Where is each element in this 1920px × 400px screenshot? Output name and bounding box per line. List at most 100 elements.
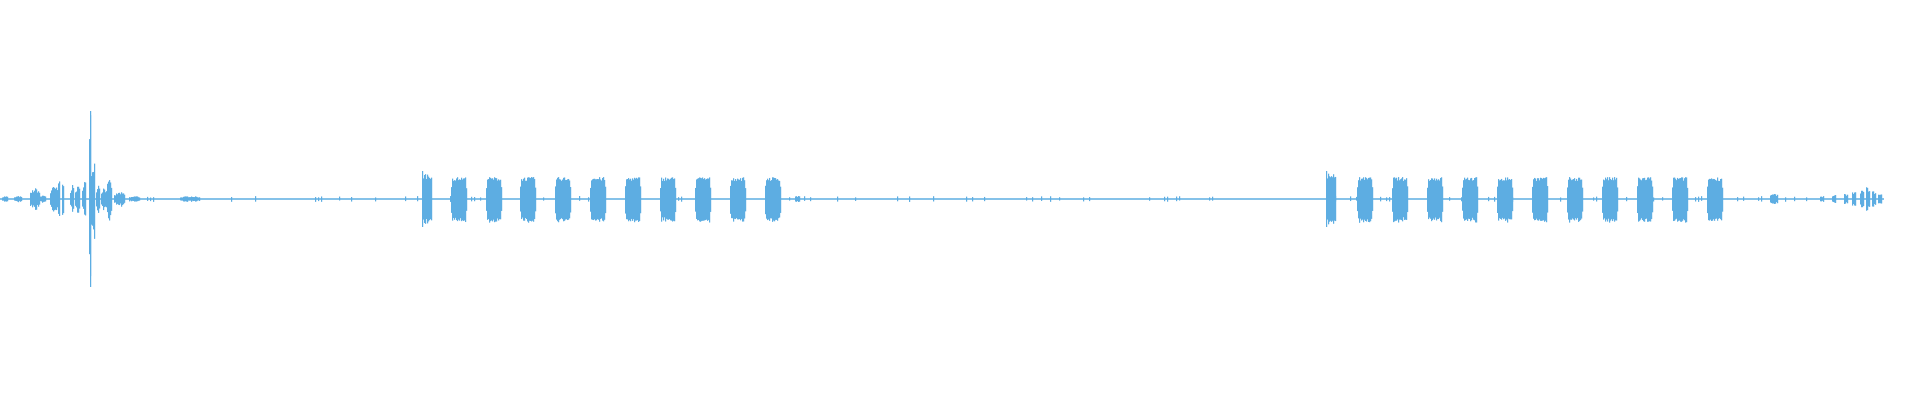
tone-burst (424, 174, 426, 224)
tone-burst (665, 177, 667, 222)
tone-burst (1677, 177, 1679, 222)
tone-burst (1541, 178, 1543, 221)
tone-burst (1361, 178, 1363, 221)
noise-floor (1758, 197, 1760, 201)
tone-burst (1438, 179, 1440, 220)
tone-burst (602, 177, 604, 221)
speech-segment (111, 187, 113, 211)
speech-segment (123, 193, 125, 205)
tone-burst (1433, 179, 1435, 219)
tone-burst (600, 179, 602, 219)
tone-burst (460, 179, 462, 219)
tone-burst (1500, 179, 1502, 219)
speech-segment (15, 197, 17, 201)
tone-burst (601, 180, 603, 219)
noise-floor (1593, 197, 1595, 201)
tone-burst (706, 178, 708, 220)
tone-burst (1430, 180, 1432, 219)
tone-burst (1472, 180, 1474, 218)
speech-segment (43, 195, 45, 202)
tone-burst (1371, 179, 1373, 219)
tone-burst (730, 185, 732, 214)
tone-burst (704, 178, 706, 221)
trailing-blip (1773, 194, 1775, 204)
tone-burst (1605, 177, 1607, 222)
noise-floor (1662, 197, 1664, 201)
tone-burst (1512, 187, 1514, 212)
tone-burst (1465, 179, 1467, 221)
speech-segment (42, 195, 44, 203)
tone-burst (1437, 180, 1439, 219)
tone-burst (1611, 180, 1613, 220)
speech-segment (102, 192, 104, 207)
tone-burst (1396, 177, 1398, 221)
tone-burst (1678, 178, 1680, 221)
tone-burst (595, 179, 597, 221)
noise-floor (315, 197, 317, 202)
noise-floor (543, 197, 545, 201)
tone-burst (499, 180, 501, 220)
tone-burst (1687, 187, 1689, 212)
tone-burst (1367, 179, 1369, 220)
tone-burst (1407, 186, 1409, 213)
noise-floor (339, 196, 341, 201)
tone-burst (739, 179, 741, 220)
tone-burst (425, 174, 427, 224)
tone-burst (590, 187, 592, 212)
speech-segment (58, 183, 60, 214)
noise-floor (1701, 196, 1703, 201)
speech-segment (77, 186, 79, 213)
trailing-blip (1866, 187, 1868, 211)
speech-segment (183, 196, 185, 202)
tone-burst (671, 177, 673, 221)
speech-segment (99, 188, 101, 209)
tone-burst (597, 179, 599, 220)
tone-burst (428, 176, 430, 222)
trailing-blip (1847, 194, 1849, 204)
noise-floor (321, 196, 323, 202)
tone-burst (674, 178, 676, 222)
speech-segment (54, 187, 56, 211)
tone-burst (591, 180, 593, 220)
noise-floor (1785, 197, 1787, 202)
tone-burst (1504, 180, 1506, 219)
tone-burst (501, 187, 503, 211)
speech-segment (106, 191, 108, 208)
tone-burst (1582, 187, 1584, 212)
tone-burst (596, 179, 598, 221)
tone-burst (1707, 186, 1709, 214)
noise-floor (474, 197, 476, 202)
trailing-blip (1832, 196, 1834, 202)
speech-segment (38, 191, 40, 207)
tone-burst (524, 177, 526, 221)
trailing-blip (1775, 194, 1777, 204)
tone-burst (695, 187, 697, 212)
tone-burst (497, 180, 499, 219)
speech-segment (115, 195, 117, 203)
tone-burst (1401, 178, 1403, 221)
trailing-blip (1878, 194, 1880, 204)
noise-floor (789, 197, 791, 201)
trailing-blip (796, 196, 798, 202)
tone-burst (535, 187, 537, 212)
tone-burst (1370, 177, 1372, 222)
speech-segment (116, 193, 118, 205)
tone-burst (636, 177, 638, 221)
speech-segment (101, 193, 103, 205)
tone-burst (668, 178, 670, 220)
tone-burst (1503, 180, 1505, 220)
speech-segment (41, 196, 43, 202)
speech-segment (120, 194, 122, 204)
tone-burst (1608, 180, 1610, 219)
noise-floor (1212, 196, 1214, 201)
tone-burst (1579, 177, 1581, 222)
tone-burst (1715, 180, 1717, 219)
noise-floor (1050, 196, 1052, 202)
tone-burst (489, 177, 491, 223)
tone-burst (1686, 177, 1688, 223)
trailing-blip (797, 197, 799, 201)
tone-burst (604, 179, 606, 220)
speech-segment (121, 192, 123, 207)
tone-burst (660, 188, 662, 212)
tone-burst (1648, 177, 1650, 222)
